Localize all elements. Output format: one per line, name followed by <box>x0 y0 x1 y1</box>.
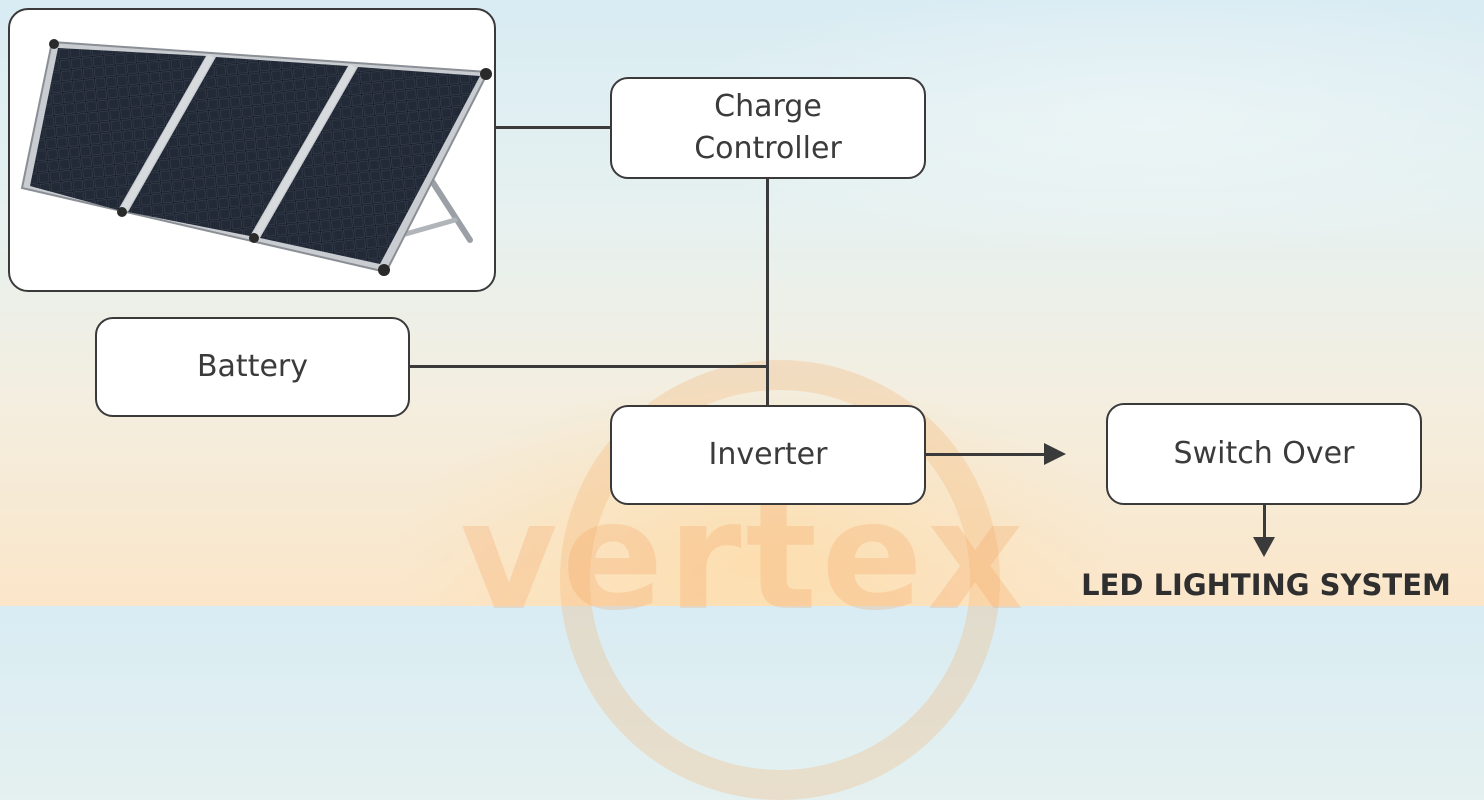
switch-over-label: Switch Over <box>1173 436 1355 471</box>
charge-controller-box: Charge Controller <box>610 77 926 179</box>
arrowhead-to-switch <box>1044 443 1066 465</box>
edge-controller-to-inverter <box>766 178 769 406</box>
charge-controller-label-line1: Charge <box>714 89 822 124</box>
battery-box: Battery <box>95 317 410 417</box>
charge-controller-label-line2: Controller <box>694 131 842 166</box>
switch-over-box: Switch Over <box>1106 403 1422 505</box>
edge-panel-to-controller <box>496 126 612 129</box>
inverter-box: Inverter <box>610 405 926 505</box>
inverter-label: Inverter <box>708 437 828 472</box>
edge-battery-to-trunk <box>410 365 768 368</box>
solar-panel-box <box>8 8 496 292</box>
solar-panel-icon <box>20 39 492 276</box>
battery-label: Battery <box>196 349 309 384</box>
edge-switch-to-led <box>1263 505 1266 539</box>
arrowhead-to-led <box>1253 537 1275 557</box>
led-lighting-system-label: LED LIGHTING SYSTEM <box>1081 568 1451 602</box>
edge-inverter-to-switch <box>926 453 1046 456</box>
